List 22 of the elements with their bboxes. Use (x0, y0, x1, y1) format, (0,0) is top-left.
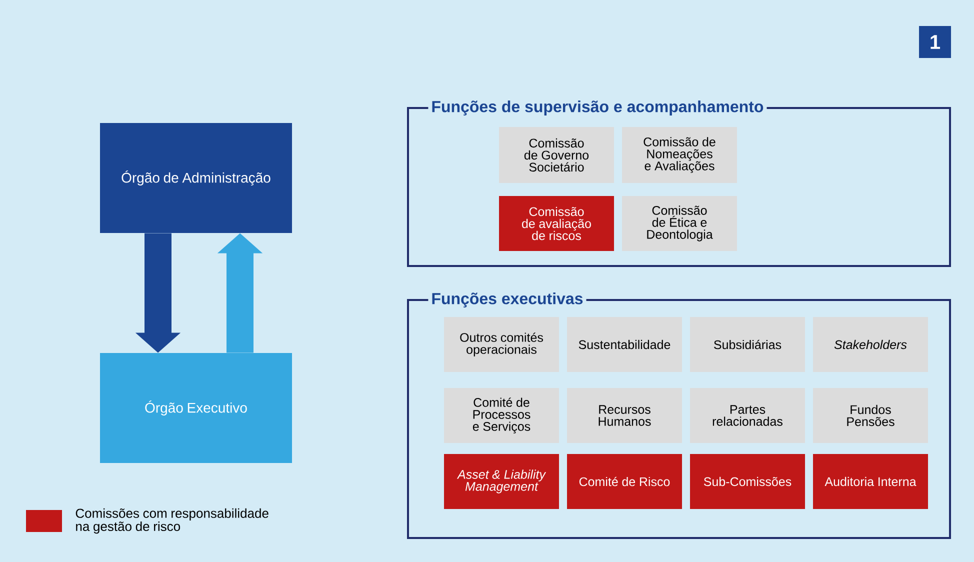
committee-box: Comité de Risco (567, 454, 682, 509)
committee-box: Comissão de Ética e Deontologia (622, 196, 737, 251)
committee-box: Comissão de Governo Societário (499, 127, 614, 183)
committee-box: Recursos Humanos (567, 388, 682, 443)
committee-box: Asset & Liability Management (444, 454, 559, 509)
admin-box: Órgão de Administração (100, 123, 292, 233)
committee-box: Comissão de avaliação de riscos (499, 196, 614, 251)
executive-box: Órgão Executivo (100, 353, 292, 463)
committee-box: Comissão de Nomeações e Avaliações (622, 127, 737, 183)
committee-box: Sustentabilidade (567, 317, 682, 372)
committee-box: Subsidiárias (690, 317, 805, 372)
committee-box: Auditoria Interna (813, 454, 928, 509)
committee-box: Sub-Comissões (690, 454, 805, 509)
legend-text: Comissões com responsabilidade na gestão de risco (76, 508, 268, 534)
panel-heading: Funções de supervisão e acompanhamento (428, 98, 767, 118)
committee-box: Stakeholders (813, 317, 928, 372)
committee-box: Partes relacionadas (690, 388, 805, 443)
committee-box: Comité de Processos e Serviços (444, 388, 559, 443)
page-number: 1 (919, 26, 952, 58)
committee-box: Fundos Pensões (813, 388, 928, 443)
panel-heading: Funções executivas (428, 290, 586, 310)
committee-box: Outros comités operacionais (444, 317, 559, 372)
